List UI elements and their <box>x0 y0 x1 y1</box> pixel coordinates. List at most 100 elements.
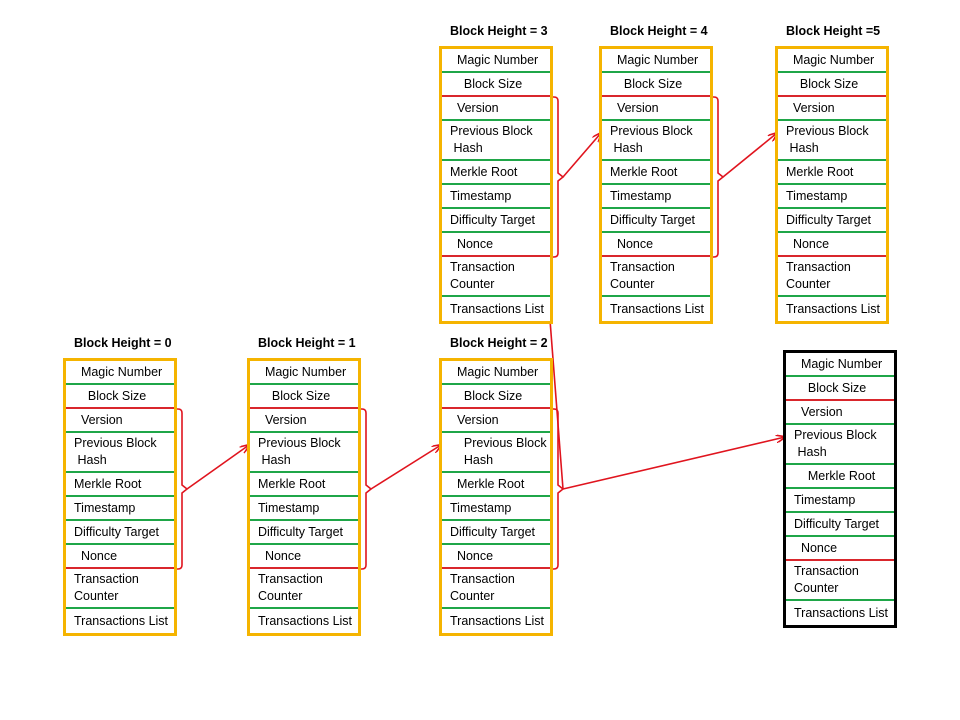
field-label: Merkle Root <box>794 468 876 483</box>
field-label: Version <box>794 404 843 419</box>
field-label: Block Size <box>794 380 867 395</box>
field-label: Transactions List <box>610 301 705 316</box>
field-label: Nonce <box>450 548 494 563</box>
field-timestamp: Timestamp <box>778 185 886 209</box>
field-label: Previous Block Hash <box>794 428 877 459</box>
field-label: Version <box>786 100 835 115</box>
field-version: Version <box>66 409 174 433</box>
field-magic-number: Magic Number <box>66 361 174 385</box>
field-difficulty-target: Difficulty Target <box>602 209 710 233</box>
field-label: Transaction Counter <box>74 572 139 603</box>
field-label: Version <box>258 412 307 427</box>
hash-link-b0-b1 <box>186 445 249 490</box>
field-transaction-counter: Transaction Counter <box>602 257 710 297</box>
field-label: Timestamp <box>794 492 856 507</box>
field-label: Merkle Root <box>74 476 142 491</box>
field-label: Difficulty Target <box>794 516 879 531</box>
field-label: Previous Block Hash <box>258 436 341 467</box>
field-label: Transaction Counter <box>794 564 859 595</box>
field-label: Version <box>450 100 499 115</box>
field-label: Nonce <box>450 236 494 251</box>
field-nonce: Nonce <box>250 545 358 569</box>
field-previous-block-hash: Previous Block Hash <box>66 433 174 473</box>
block-title-b5: Block Height =5 <box>786 24 881 38</box>
field-label: Nonce <box>258 548 302 563</box>
field-timestamp: Timestamp <box>786 489 894 513</box>
field-label: Previous Block Hash <box>450 124 533 155</box>
field-label: Nonce <box>74 548 118 563</box>
field-transactions-list: Transactions List <box>442 609 550 633</box>
field-version: Version <box>442 97 550 121</box>
field-label: Block Size <box>450 76 523 91</box>
field-label: Block Size <box>610 76 683 91</box>
field-label: Difficulty Target <box>450 524 535 539</box>
field-label: Difficulty Target <box>610 212 695 227</box>
field-label: Difficulty Target <box>258 524 343 539</box>
field-magic-number: Magic Number <box>250 361 358 385</box>
field-label: Magic Number <box>450 364 539 379</box>
field-label: Version <box>450 412 499 427</box>
field-magic-number: Magic Number <box>602 49 710 73</box>
field-label: Magic Number <box>794 356 883 371</box>
field-block-size: Block Size <box>442 385 550 409</box>
field-transactions-list: Transactions List <box>786 601 894 625</box>
field-timestamp: Timestamp <box>442 185 550 209</box>
field-difficulty-target: Difficulty Target <box>442 521 550 545</box>
field-magic-number: Magic Number <box>442 361 550 385</box>
field-transactions-list: Transactions List <box>442 297 550 321</box>
field-label: Transaction Counter <box>610 260 675 291</box>
field-previous-block-hash: Previous Block Hash <box>442 121 550 161</box>
field-transactions-list: Transactions List <box>778 297 886 321</box>
field-block-size: Block Size <box>442 73 550 97</box>
field-merkle-root: Merkle Root <box>250 473 358 497</box>
block-title-b2: Block Height = 2 <box>450 336 548 350</box>
field-timestamp: Timestamp <box>250 497 358 521</box>
field-difficulty-target: Difficulty Target <box>250 521 358 545</box>
field-label: Block Size <box>74 388 147 403</box>
field-label: Magic Number <box>450 52 539 67</box>
field-label: Transactions List <box>450 613 545 628</box>
field-magic-number: Magic Number <box>778 49 886 73</box>
block-title-b4: Block Height = 4 <box>610 24 708 38</box>
field-label: Nonce <box>794 540 838 555</box>
field-block-size: Block Size <box>250 385 358 409</box>
field-label: Nonce <box>610 236 654 251</box>
field-transactions-list: Transactions List <box>602 297 710 321</box>
field-label: Transactions List <box>450 301 545 316</box>
field-label: Transactions List <box>74 613 169 628</box>
field-label: Block Size <box>786 76 859 91</box>
field-version: Version <box>778 97 886 121</box>
field-previous-block-hash: Previous Block Hash <box>602 121 710 161</box>
hash-link-b1-b2 <box>370 445 441 490</box>
field-label: Merkle Root <box>258 476 326 491</box>
field-block-size: Block Size <box>786 377 894 401</box>
field-transaction-counter: Transaction Counter <box>442 569 550 609</box>
field-version: Version <box>786 401 894 425</box>
field-nonce: Nonce <box>66 545 174 569</box>
field-label: Transaction Counter <box>450 260 515 291</box>
field-label: Merkle Root <box>450 476 525 491</box>
field-difficulty-target: Difficulty Target <box>442 209 550 233</box>
field-timestamp: Timestamp <box>442 497 550 521</box>
field-label: Difficulty Target <box>786 212 871 227</box>
block-title-b1: Block Height = 1 <box>258 336 356 350</box>
field-label: Version <box>610 100 659 115</box>
hash-link-b4-b5 <box>722 133 777 178</box>
field-version: Version <box>602 97 710 121</box>
block-b2: Magic Number Block Size Version Previous… <box>439 358 553 636</box>
hash-link-b3-b4 <box>562 133 601 178</box>
field-label: Magic Number <box>786 52 875 67</box>
field-label: Transactions List <box>258 613 353 628</box>
field-label: Transaction Counter <box>786 260 851 291</box>
field-label: Previous Block Hash <box>786 124 869 155</box>
field-label: Nonce <box>786 236 830 251</box>
field-transactions-list: Transactions List <box>250 609 358 633</box>
field-label: Difficulty Target <box>450 212 535 227</box>
field-transaction-counter: Transaction Counter <box>250 569 358 609</box>
